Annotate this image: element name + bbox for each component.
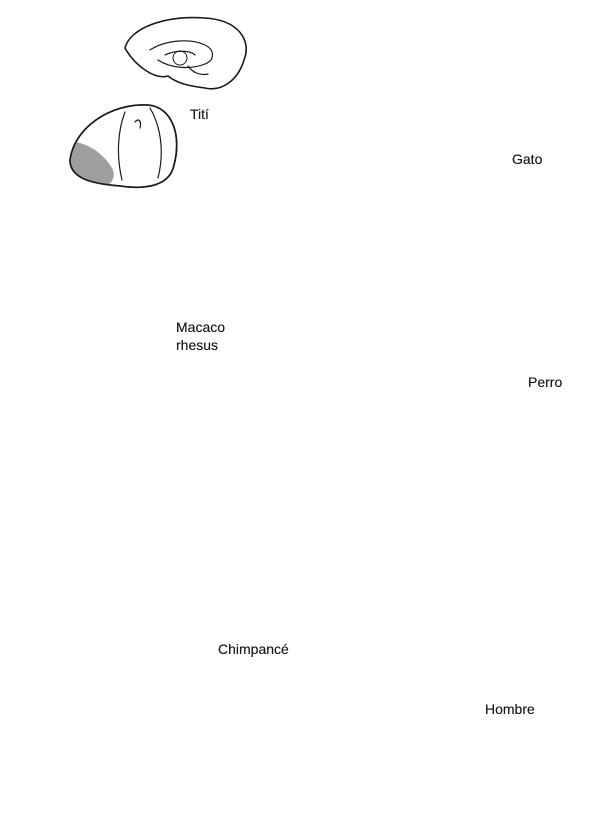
label-macaco: Macaco rhesus [176,318,225,354]
titi-lateral-brain [60,105,177,195]
label-titi: Tití [190,105,209,123]
label-gato: Gato [512,150,542,168]
label-perro: Perro [528,373,562,391]
label-chimpance: Chimpancé [218,640,289,658]
label-hombre: Hombre [485,700,535,718]
titi-medial-brain [125,18,246,89]
titi-group [60,18,246,195]
